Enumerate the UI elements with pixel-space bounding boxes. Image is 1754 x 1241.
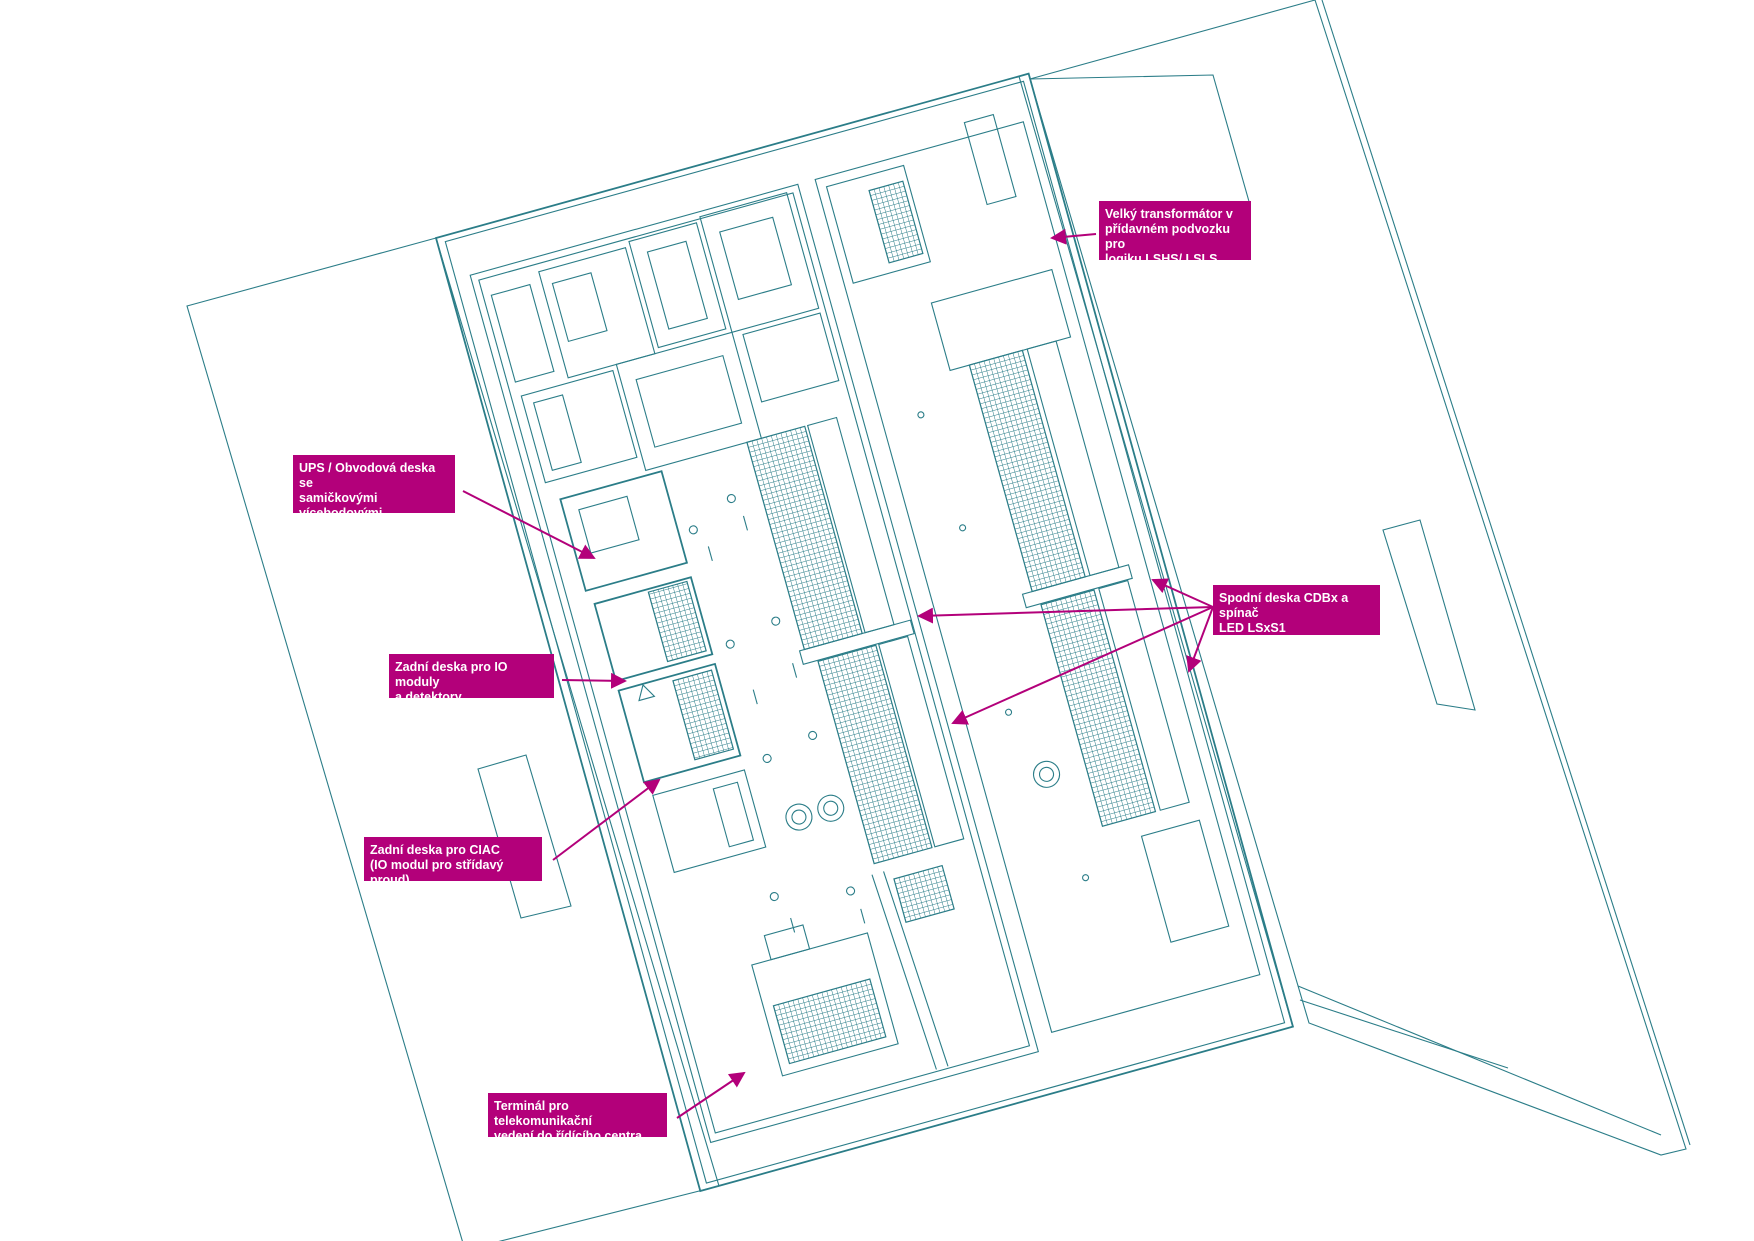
bottom-board-strip-upper: [968, 349, 1086, 593]
right-door: [1029, 0, 1691, 1156]
cable-gland: [785, 794, 845, 831]
terminal-strip-lower: [817, 644, 933, 865]
left-door: [186, 237, 720, 1241]
callout-ups-board: UPS / Obvodová deska se samičkovými více…: [293, 455, 455, 535]
callout-arrows: [462, 228, 1214, 1119]
callout-ciac-backplane: Zadní deska pro CIAC (IO modul pro stříd…: [364, 837, 542, 887]
warning-icon: [638, 683, 656, 702]
left-mounting-plate: [469, 183, 1040, 1144]
callout-transformer: Velký transformátor v přídavném podvozku…: [1099, 201, 1251, 266]
callout-bottom-board: Spodní deska CDBx a spínač LED LSxS1: [1213, 585, 1380, 635]
callout-telecom-terminal: Terminál pro telekomunikační vedení do ř…: [488, 1093, 667, 1143]
io-backplane: [593, 576, 714, 683]
bottom-board-strip-lower: [1040, 589, 1157, 828]
transformer-chassis: [868, 180, 924, 264]
right-door-handle: [1382, 519, 1476, 711]
ciac-backplane: [617, 662, 742, 784]
ups-board: [559, 470, 689, 592]
cable-gland: [1032, 760, 1061, 788]
terminal-strip-upper: [746, 425, 863, 651]
callout-io-backplane: Zadní deska pro IO moduly a detektory: [389, 654, 554, 704]
right-mounting-plate: [814, 113, 1261, 1034]
